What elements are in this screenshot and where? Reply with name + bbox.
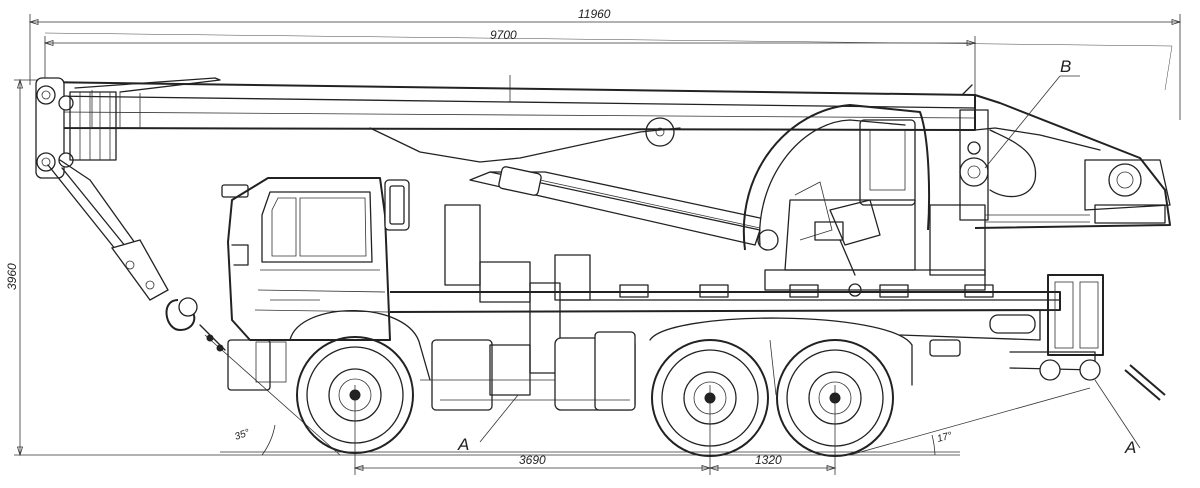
- telescopic-boom: [35, 75, 1171, 229]
- dim-overall-length: 11960: [578, 7, 611, 21]
- rear-wheels: [649, 317, 913, 457]
- luffing-cylinder: [469, 166, 761, 246]
- callout-a-rear: A: [1124, 438, 1136, 457]
- dimension-lines: [14, 14, 1182, 475]
- chassis-frame: [389, 204, 1166, 411]
- dim-boom-length: 9700: [490, 28, 517, 42]
- departure-angle: 17°: [936, 430, 953, 445]
- callout-leaders: [479, 75, 1141, 449]
- crane-superstructure: [742, 84, 1171, 297]
- dim-wheelbase-rear: 1320: [755, 453, 782, 467]
- approach-angle: 35°: [233, 427, 251, 443]
- dim-wheelbase-front: 3690: [519, 453, 546, 467]
- callout-a-front: A: [457, 435, 469, 454]
- callout-b: B: [1060, 57, 1071, 76]
- hook-block: [47, 159, 226, 352]
- front-wheel: [289, 309, 431, 454]
- dim-height: 3960: [5, 263, 19, 290]
- truck-cab: [221, 177, 410, 391]
